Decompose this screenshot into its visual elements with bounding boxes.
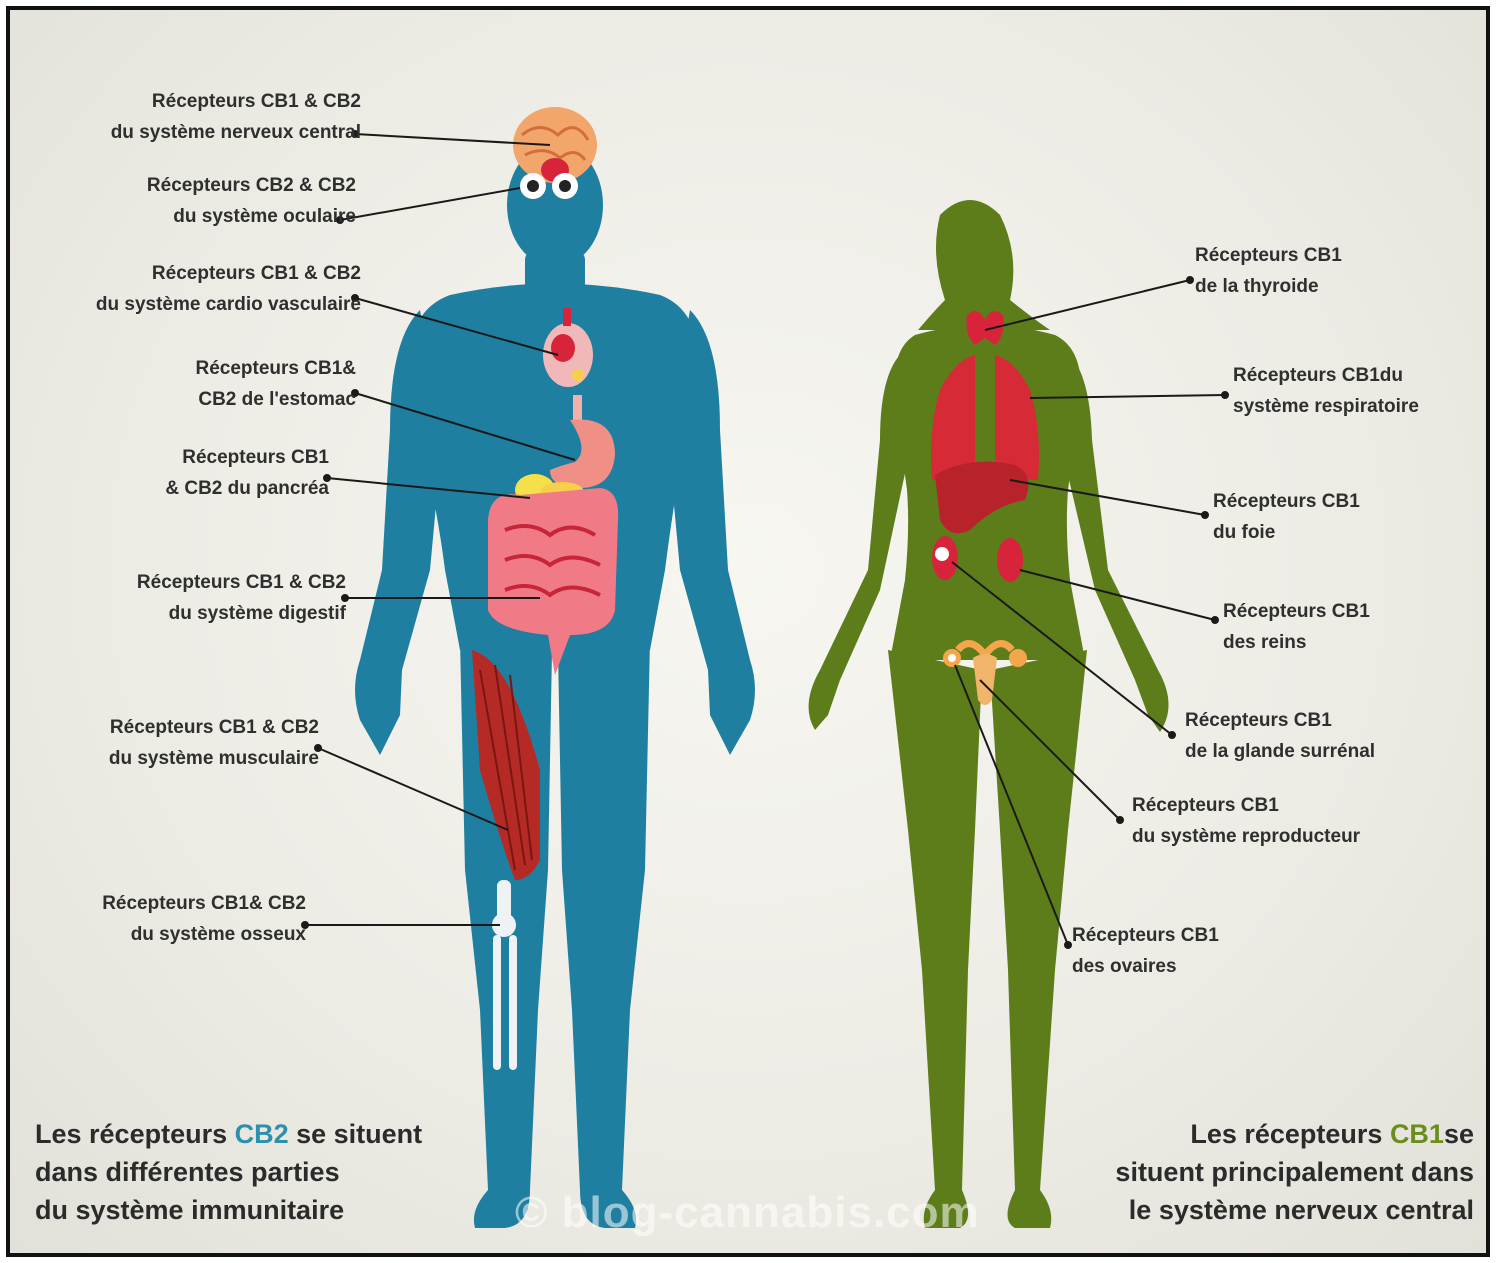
caption-line: situent principalement dans: [1115, 1153, 1474, 1191]
caption-line: le système nerveux central: [1115, 1191, 1474, 1229]
label-line: des ovaires: [1072, 951, 1219, 982]
label-digestif: Récepteurs CB1 & CB2 du système digestif: [137, 567, 346, 629]
label-surrenal: Récepteurs CB1 de la glande surrénal: [1185, 705, 1375, 767]
label-thyroide: Récepteurs CB1 de la thyroide: [1195, 240, 1342, 302]
label-cardio-vasculaire: Récepteurs CB1 & CB2 du système cardio v…: [96, 258, 361, 320]
label-line: CB2 de l'estomac: [196, 384, 357, 415]
label-line: Récepteurs CB1: [1185, 705, 1375, 736]
label-nerveux-central: Récepteurs CB1 & CB2 du système nerveux …: [111, 86, 361, 148]
label-line: & CB2 du pancréa: [165, 473, 329, 504]
label-line: du système reproducteur: [1132, 821, 1360, 852]
label-line: du système oculaire: [147, 201, 356, 232]
label-osseux: Récepteurs CB1& CB2 du système osseux: [102, 888, 306, 950]
label-line: Récepteurs CB1& CB2: [102, 888, 306, 919]
label-line: Récepteurs CB1: [1195, 240, 1342, 271]
caption-line: dans différentes parties: [35, 1153, 422, 1191]
label-line: des reins: [1223, 627, 1370, 658]
label-line: du système nerveux central: [111, 117, 361, 148]
label-line: de la glande surrénal: [1185, 736, 1375, 767]
caption-highlight-cb1: CB1: [1390, 1119, 1444, 1149]
caption-line: Les récepteurs CB2 se situent: [35, 1115, 422, 1153]
label-oculaire: Récepteurs CB2 & CB2 du système oculaire: [147, 170, 356, 232]
label-line: Récepteurs CB1 & CB2: [137, 567, 346, 598]
brain-illustration: [513, 107, 597, 183]
watermark: © blog-cannabis.com: [515, 1188, 980, 1238]
label-line: Récepteurs CB1 & CB2: [109, 712, 319, 743]
caption-text: Les récepteurs: [1190, 1119, 1390, 1149]
label-reproducteur: Récepteurs CB1 du système reproducteur: [1132, 790, 1360, 852]
adrenal-gland-illustration: [935, 547, 949, 561]
label-line: Récepteurs CB1: [1072, 920, 1219, 951]
male-body-silhouette: [355, 143, 755, 1228]
label-reins: Récepteurs CB1 des reins: [1223, 596, 1370, 658]
caption-line: du système immunitaire: [35, 1191, 422, 1229]
label-line: Récepteurs CB2 & CB2: [147, 170, 356, 201]
label-line: du système osseux: [102, 919, 306, 950]
label-ovaires: Récepteurs CB1 des ovaires: [1072, 920, 1219, 982]
caption-cb2: Les récepteurs CB2 se situent dans diffé…: [35, 1115, 422, 1229]
label-line: Récepteurs CB1: [1132, 790, 1360, 821]
label-line: système respiratoire: [1233, 391, 1419, 422]
caption-line: Les récepteurs CB1se: [1115, 1115, 1474, 1153]
caption-text: se: [1444, 1119, 1474, 1149]
label-line: Récepteurs CB1: [165, 442, 329, 473]
caption-highlight-cb2: CB2: [235, 1119, 289, 1149]
label-musculaire: Récepteurs CB1 & CB2 du système musculai…: [109, 712, 319, 774]
label-line: du système digestif: [137, 598, 346, 629]
label-line: Récepteurs CB1 & CB2: [111, 86, 361, 117]
caption-text: Les récepteurs: [35, 1119, 235, 1149]
label-line: Récepteurs CB1du: [1233, 360, 1419, 391]
female-body-silhouette: [809, 200, 1169, 1228]
label-pancreas: Récepteurs CB1 & CB2 du pancréa: [165, 442, 329, 504]
label-estomac: Récepteurs CB1& CB2 de l'estomac: [196, 353, 357, 415]
label-respiratoire: Récepteurs CB1du système respiratoire: [1233, 360, 1419, 422]
label-line: du système cardio vasculaire: [96, 289, 361, 320]
label-line: Récepteurs CB1 & CB2: [96, 258, 361, 289]
caption-text: se situent: [289, 1119, 423, 1149]
label-line: Récepteurs CB1: [1213, 486, 1360, 517]
label-line: Récepteurs CB1&: [196, 353, 357, 384]
label-line: du système musculaire: [109, 743, 319, 774]
label-line: Récepteurs CB1: [1223, 596, 1370, 627]
label-line: du foie: [1213, 517, 1360, 548]
caption-cb1: Les récepteurs CB1se situent principalem…: [1115, 1115, 1474, 1229]
label-line: de la thyroide: [1195, 271, 1342, 302]
label-foie: Récepteurs CB1 du foie: [1213, 486, 1360, 548]
infographic-frame: Récepteurs CB1 & CB2 du système nerveux …: [6, 6, 1490, 1257]
